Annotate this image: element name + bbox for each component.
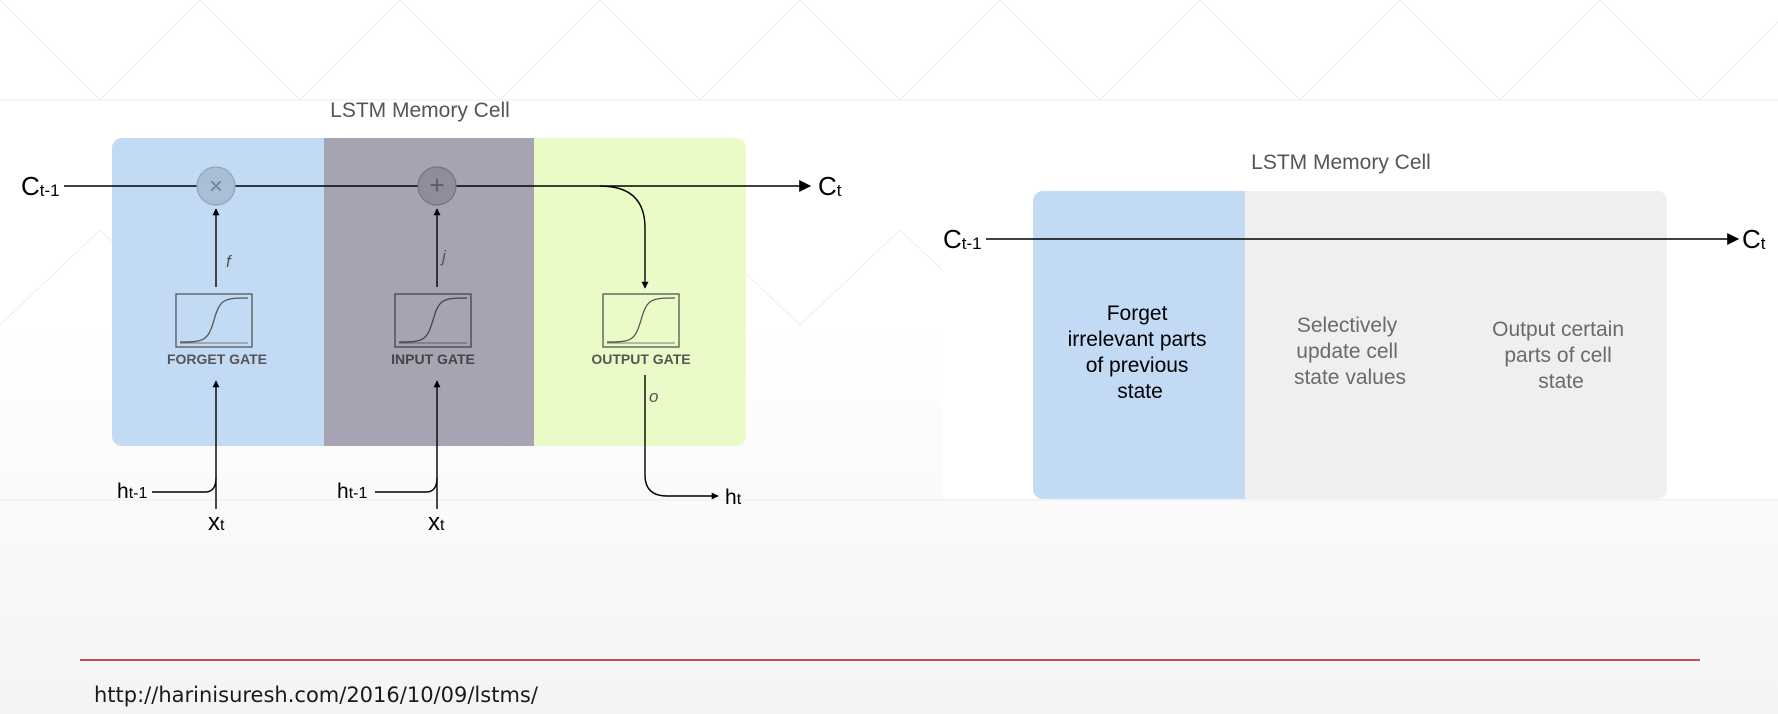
footer-divider: [80, 659, 1700, 661]
forget-description: Forget irrelevant parts of previous stat…: [1068, 302, 1213, 403]
input-gate-sigmoid-icon: [394, 293, 472, 348]
output-signal-label: o: [649, 387, 658, 406]
source-link[interactable]: http://harinisuresh.com/2016/10/09/lstms…: [94, 683, 538, 707]
right-forget-panel: [1033, 191, 1245, 499]
multiply-operator: ×: [196, 166, 236, 206]
output-gate-panel: [533, 138, 746, 446]
right-forget-panel-edge: [1220, 191, 1245, 499]
left-cell-state-out-label: Ct: [818, 171, 842, 201]
multiply-icon: ×: [209, 173, 223, 200]
right-diagram-title: LSTM Memory Cell: [1251, 151, 1431, 174]
right-cell-state-in-label: Ct-1: [943, 224, 982, 254]
forget-gate-label: FORGET GATE: [167, 351, 267, 367]
left-lstm-diagram: LSTM Memory Cell × + f j o: [21, 99, 842, 536]
left-cell-state-in-label: Ct-1: [21, 171, 60, 201]
update-description: Selectively update cell state values: [1294, 314, 1406, 389]
hidden-output-arrow: [644, 375, 719, 500]
right-lstm-diagram: LSTM Memory Cell Ct-1 Ct Forget irreleva…: [942, 148, 1778, 499]
input-gate-label: INPUT GATE: [391, 351, 475, 367]
plus-icon: +: [429, 170, 444, 200]
output-gate-panel-edge: [533, 138, 557, 446]
forget-x-in-label: xt: [208, 509, 225, 536]
output-gate-input-arrow: [599, 185, 649, 289]
forget-gate-sigmoid-icon: [175, 293, 253, 348]
add-operator: +: [417, 166, 457, 206]
output-gate-label: OUTPUT GATE: [591, 351, 690, 367]
input-hidden-in-label: ht-1: [337, 480, 367, 503]
input-signal-label: j: [440, 247, 447, 266]
input-x-in-label: xt: [428, 509, 445, 536]
forget-hidden-in-label: ht-1: [117, 480, 147, 503]
forget-gate-panel-edge: [300, 138, 324, 446]
left-diagram-title: LSTM Memory Cell: [330, 99, 510, 122]
forget-signal-label: f: [226, 252, 233, 271]
forget-gate-panel: [112, 138, 324, 446]
output-gate-sigmoid-icon: [602, 293, 680, 348]
hidden-out-label: ht: [725, 486, 742, 509]
right-cell-state-out-label: Ct: [1742, 224, 1766, 254]
output-description: Output certain parts of cell state: [1492, 318, 1630, 393]
